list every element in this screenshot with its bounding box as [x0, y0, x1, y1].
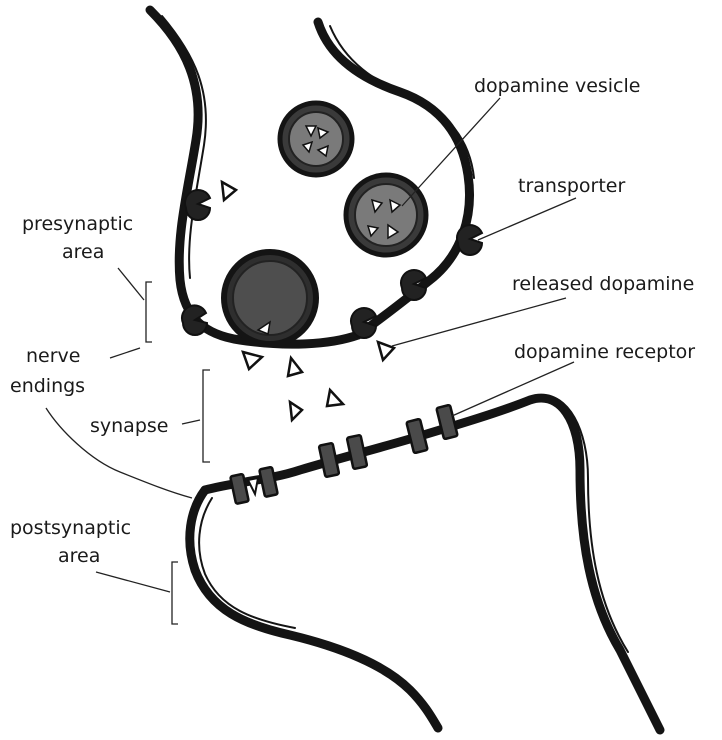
label-nerve-line1: nerve [26, 345, 80, 367]
label-dopamine-vesicle: dopamine vesicle [474, 75, 640, 97]
dopamine-vesicle-fusing [224, 252, 316, 344]
bracket-presynaptic [146, 282, 152, 342]
dopamine-molecule [243, 352, 262, 369]
leader-dopamine-vesicle [402, 98, 500, 206]
leader-synapse [182, 420, 200, 424]
label-transporter: transporter [518, 175, 625, 197]
dopamine-molecule [378, 342, 394, 360]
label-presynaptic-line1: presynaptic [22, 213, 133, 235]
receptor-subunit [347, 435, 367, 469]
receptor-subunit [259, 467, 278, 497]
transporter-left-upper [185, 190, 210, 220]
leader-transporter [478, 198, 576, 240]
dopamine-molecule [327, 390, 343, 406]
dopamine-vesicle-top [280, 103, 352, 175]
bracket-synapse [203, 370, 210, 462]
label-dopamine-receptor: dopamine receptor [514, 341, 695, 363]
dopamine-molecule-bound [248, 478, 258, 494]
label-presynaptic-line2: area [62, 241, 104, 263]
label-released-dopamine: released dopamine [512, 273, 694, 295]
receptor-subunit [319, 443, 339, 477]
dopamine-vesicle-right [346, 175, 426, 255]
dopamine-molecule [290, 402, 302, 420]
leader-nerve-endings-top [110, 348, 140, 358]
label-nerve-line2: endings [10, 375, 85, 397]
dopamine-molecule [288, 358, 302, 376]
label-postsynaptic-line2: area [58, 545, 100, 567]
transporter-left-lower [182, 305, 207, 335]
label-synapse: synapse [90, 415, 168, 437]
leader-released-dopamine [392, 298, 566, 346]
leader-postsynaptic [96, 572, 170, 592]
receptor-subunit [406, 419, 427, 453]
label-postsynaptic-line1: postsynaptic [10, 517, 131, 539]
bracket-postsynaptic [172, 562, 178, 624]
dopamine-molecule [222, 182, 236, 200]
leader-presynaptic [118, 268, 144, 300]
